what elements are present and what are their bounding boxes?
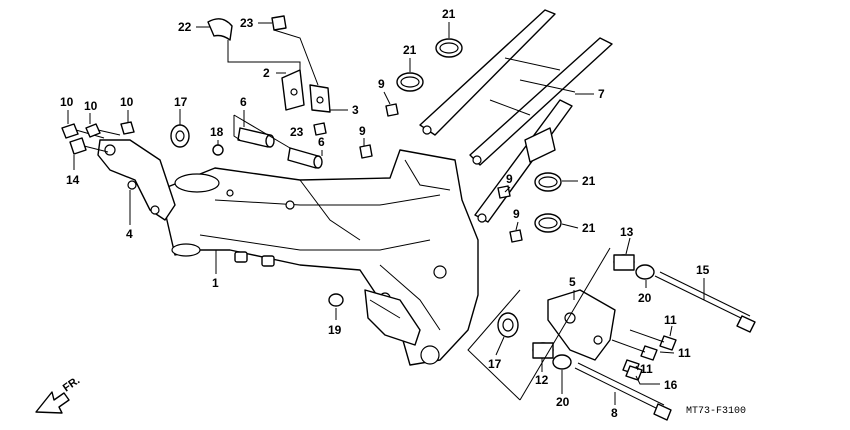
callout-20-b: 20 (556, 395, 570, 409)
callout-21-a: 21 (442, 7, 456, 21)
callout-23-b: 23 (290, 125, 304, 139)
callout-16: 16 (664, 378, 678, 392)
direction-label: FR. (61, 374, 82, 394)
callout-18: 18 (210, 125, 224, 139)
callout-14: 14 (66, 173, 80, 187)
callout-11-b: 11 (678, 346, 691, 360)
callout-6-a: 6 (240, 95, 247, 109)
callout-11-a: 11 (664, 313, 677, 327)
clip-and-bolt (207, 15, 287, 41)
leader-lines (67, 22, 705, 405)
long-bolts (574, 271, 756, 421)
front-direction-arrow: FR. (35, 374, 82, 414)
callout-labels: 22 23 2 3 21 21 7 9 10 10 10 17 6 18 23 … (60, 7, 710, 420)
callout-5: 5 (569, 275, 576, 289)
callout-11-c: 11 (640, 362, 653, 376)
stay-bracket (281, 69, 331, 136)
main-frame (159, 149, 479, 366)
callout-15: 15 (696, 263, 710, 277)
callout-8: 8 (611, 406, 618, 420)
callout-9-d: 9 (513, 207, 520, 221)
pivot-plate (364, 289, 421, 346)
engine-mount-lower (328, 254, 655, 370)
callout-13: 13 (620, 225, 634, 239)
callout-23-top: 23 (240, 16, 254, 30)
callout-22: 22 (178, 20, 192, 34)
callout-1: 1 (212, 276, 219, 290)
bolts-upper-left (61, 121, 135, 155)
callout-21-d: 21 (582, 221, 596, 235)
mount-collar-upper (170, 124, 190, 148)
callout-10-b: 10 (84, 99, 98, 113)
engine-hanger-bracket-left (97, 139, 176, 221)
callout-9-c: 9 (506, 172, 513, 186)
callout-6-b: 6 (318, 135, 325, 149)
callout-19: 19 (328, 323, 342, 337)
callout-17-b: 17 (488, 357, 502, 371)
callout-17-a: 17 (174, 95, 188, 109)
callout-2: 2 (263, 66, 270, 80)
spacer-collars (212, 127, 323, 169)
callout-7: 7 (598, 87, 605, 101)
band-clamps (396, 38, 562, 233)
callout-21-c: 21 (582, 174, 596, 188)
callout-9-b: 9 (359, 124, 366, 138)
callout-20-a: 20 (638, 291, 652, 305)
callout-9-a: 9 (378, 77, 385, 91)
callout-10-c: 10 (120, 95, 134, 109)
diagram-code: MT73-F3100 (686, 406, 746, 417)
bolts-9 (359, 103, 523, 243)
callout-4: 4 (126, 227, 133, 241)
callout-21-b: 21 (403, 43, 417, 57)
callout-12: 12 (535, 373, 549, 387)
callout-3: 3 (352, 103, 359, 117)
callout-10-a: 10 (60, 95, 74, 109)
